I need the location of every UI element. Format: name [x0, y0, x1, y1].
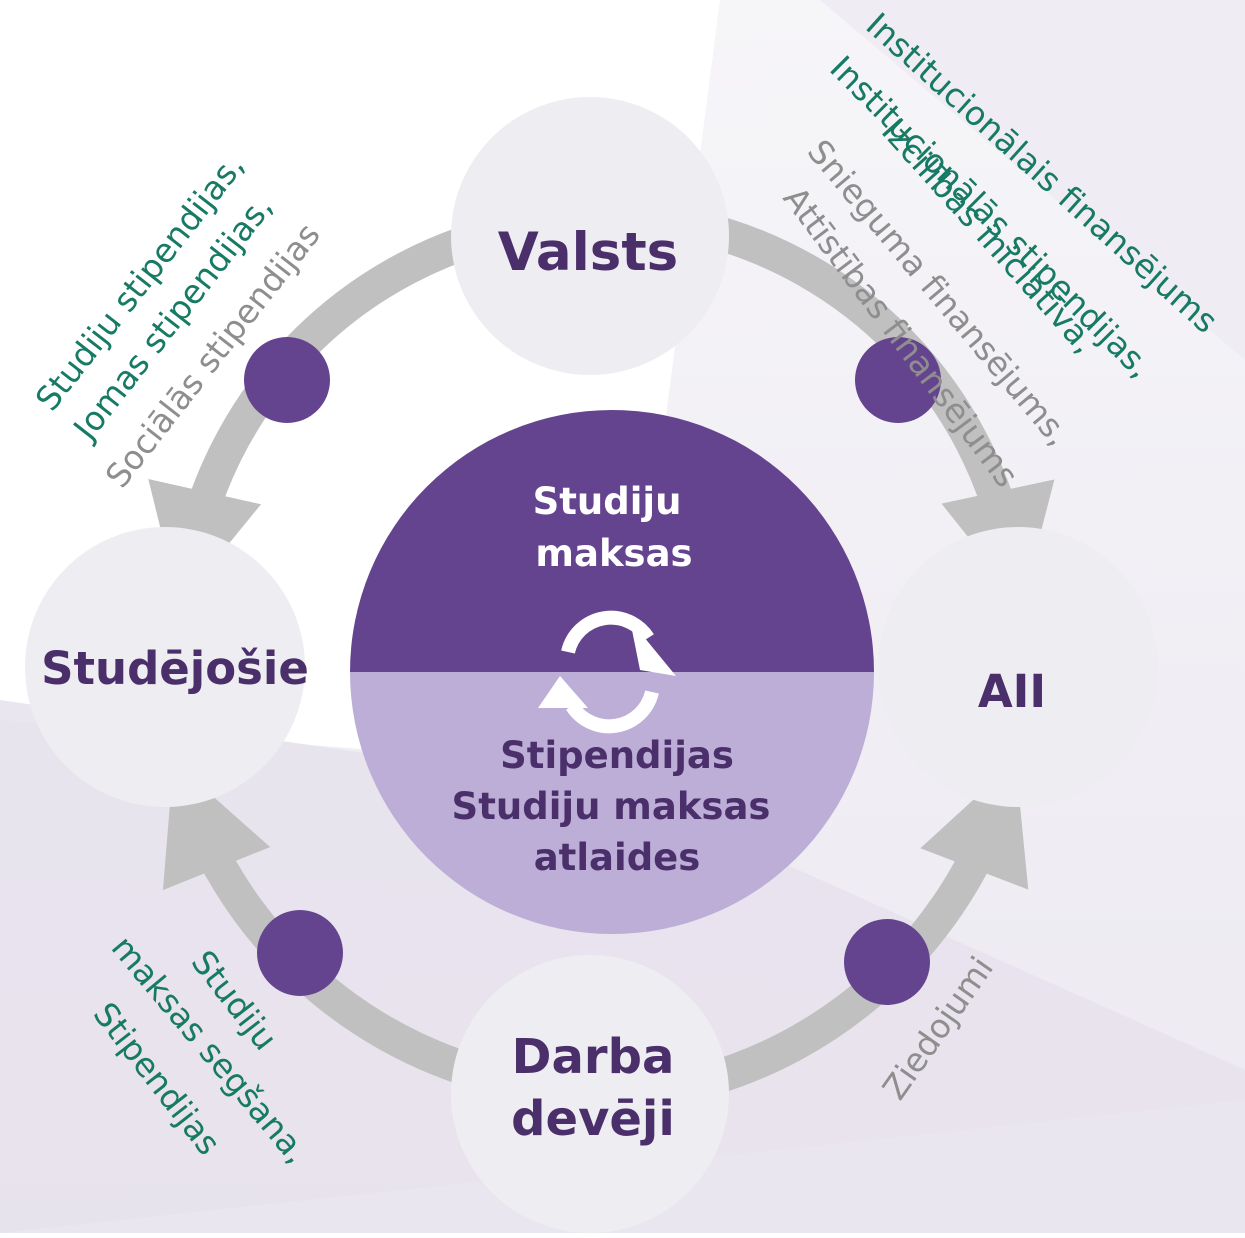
- center-top-half: [350, 410, 874, 672]
- flow-dots: [244, 337, 941, 1005]
- flow-dot-valsts-aii: [855, 337, 941, 423]
- node-studejosie-label: Studējošie: [41, 642, 309, 695]
- node-studejosie: Studējošie: [25, 527, 309, 807]
- node-darba-deveji: Darba devēji: [451, 955, 729, 1233]
- center-bottom-line1: Stipendijas: [500, 734, 734, 777]
- center-bottom-line3: atlaides: [534, 836, 701, 879]
- node-darba-deveji-line1: Darba: [512, 1029, 675, 1085]
- flow-dot-valsts-studejosie: [244, 337, 330, 423]
- flow-dot-darba-aii: [844, 919, 930, 1005]
- node-aii: AII: [878, 527, 1158, 807]
- node-aii-label: AII: [978, 665, 1046, 718]
- center-circle: Studiju maksas Stipendijas Studiju maksa…: [350, 410, 874, 934]
- node-darba-deveji-line2: devēji: [511, 1091, 675, 1147]
- flow-dot-darba-studejosie: [257, 910, 343, 996]
- center-top-line1: Studiju: [533, 480, 682, 523]
- center-top-line2: maksas: [535, 532, 692, 575]
- node-valsts: Valsts: [451, 97, 729, 375]
- refresh-cycle-icon: [538, 610, 676, 734]
- node-valsts-label: Valsts: [498, 222, 678, 283]
- center-bottom-line2: Studiju maksas: [452, 785, 771, 828]
- center-bottom-half: [350, 672, 874, 934]
